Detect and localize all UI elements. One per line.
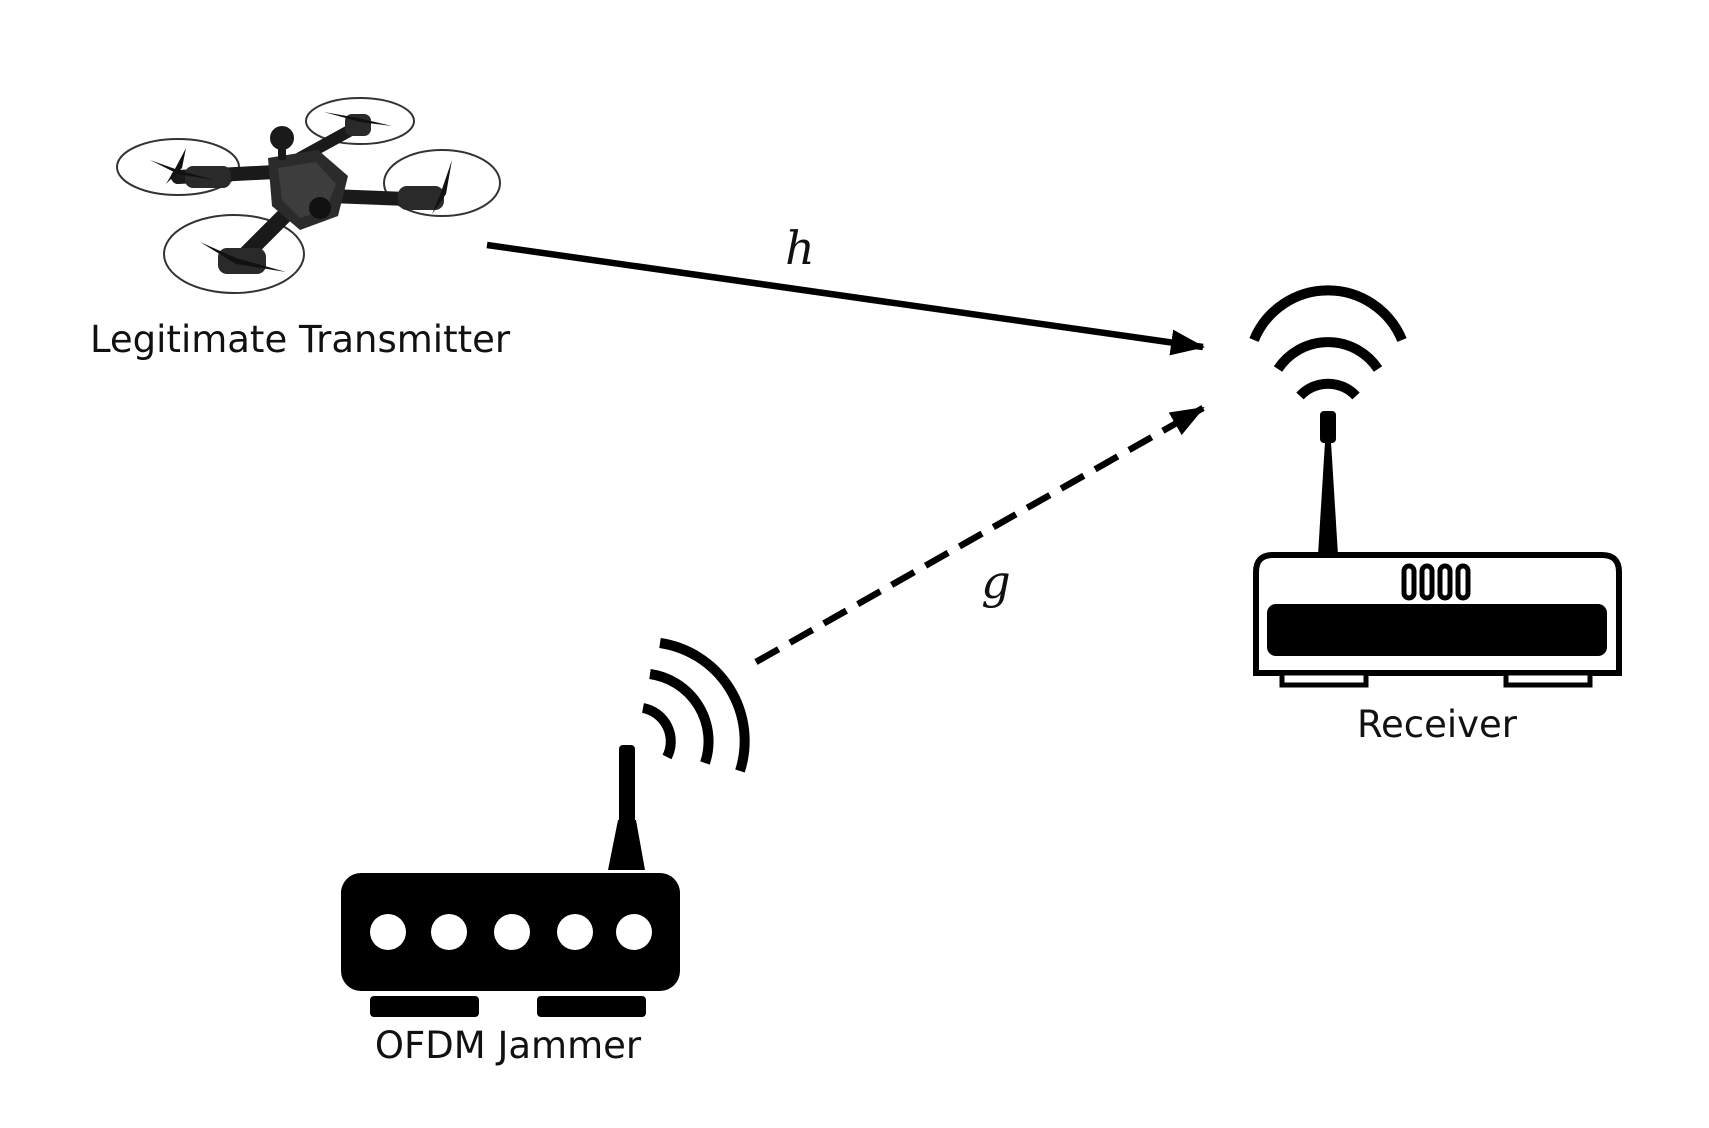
channel-g-label: g	[981, 555, 1010, 609]
jam-link-arrow	[754, 405, 1205, 665]
legit-link-arrow	[486, 241, 1205, 356]
wifi-signal-icon	[641, 638, 750, 773]
transmitter-label: Legitimate Transmitter	[90, 318, 511, 361]
drone-icon	[116, 97, 501, 294]
receiver-label: Receiver	[1357, 703, 1518, 746]
jammer-router-icon	[341, 638, 750, 1017]
channel-h-label: h	[785, 221, 815, 275]
jammer-label: OFDM Jammer	[375, 1024, 642, 1067]
wifi-signal-icon	[1249, 285, 1407, 400]
receiver-router-icon	[1249, 285, 1622, 688]
